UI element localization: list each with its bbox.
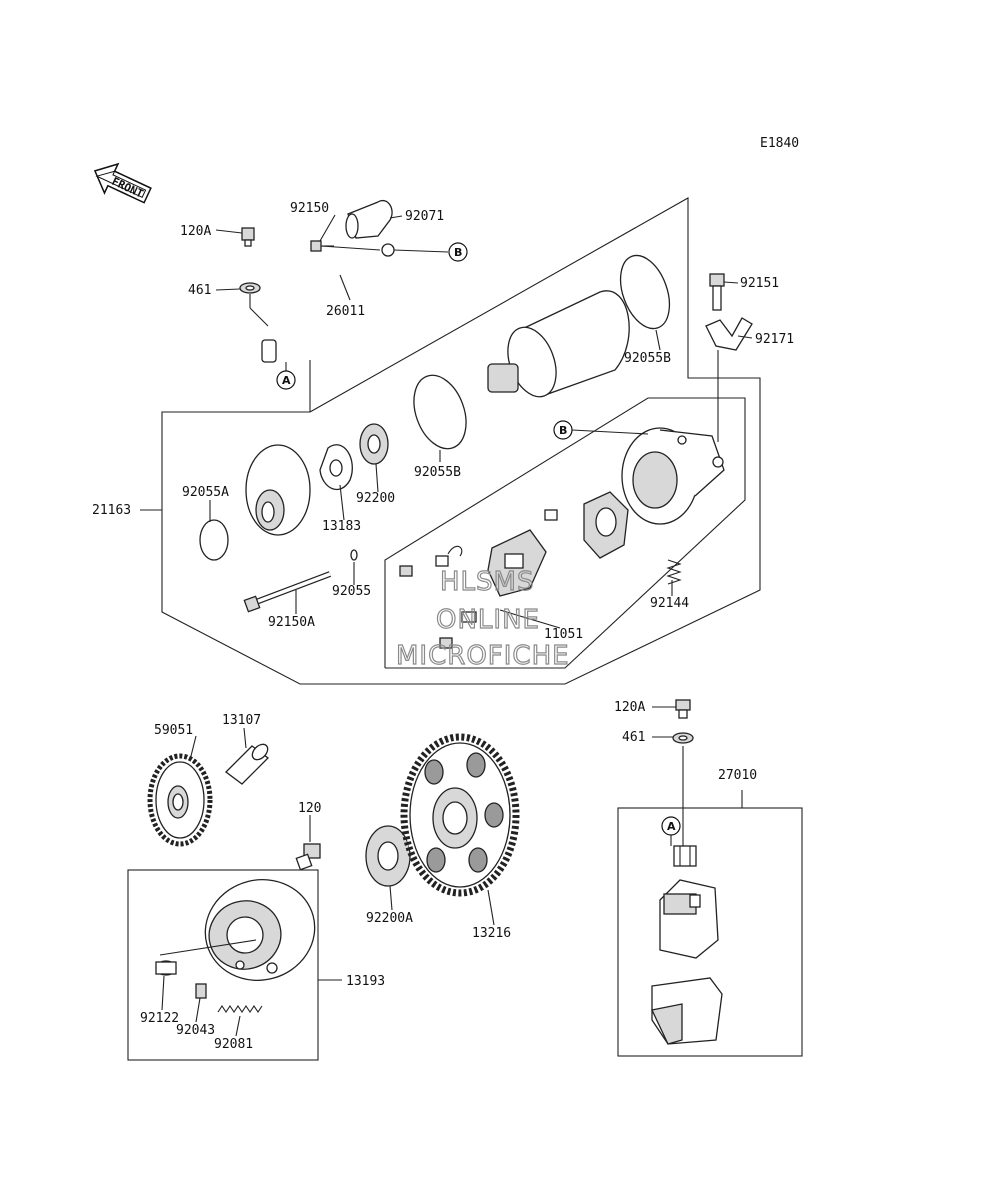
- washer-461-bottom: [672, 732, 694, 744]
- bolt-92151: [709, 273, 725, 311]
- starter-clutch-13193: [204, 878, 316, 982]
- label-92150: 92150: [290, 201, 329, 216]
- spring-92081: [217, 1005, 263, 1013]
- svg-text:A: A: [282, 374, 291, 387]
- shaft-13107: [225, 743, 269, 785]
- label-21163: 21163: [92, 503, 131, 518]
- bolt-120: [295, 843, 321, 871]
- label-120a-top: 120A: [180, 224, 211, 239]
- label-92151: 92151: [740, 276, 779, 291]
- label-92055b-mid: 92055B: [414, 465, 461, 480]
- bracket-92171: [705, 317, 753, 351]
- watermark-line3: MICROFICHE: [396, 641, 570, 671]
- fuse: [673, 845, 697, 867]
- label-59051: 59051: [154, 723, 193, 738]
- leader-lines: [140, 214, 753, 1037]
- label-13193: 13193: [346, 974, 385, 989]
- label-13216: 13216: [472, 926, 511, 941]
- motor-yoke: [487, 290, 630, 398]
- gear-13216: [400, 733, 520, 897]
- label-92055: 92055: [332, 584, 371, 599]
- label-13183: 13183: [322, 519, 361, 534]
- o-ring-92055a: [199, 519, 229, 561]
- label-92144: 92144: [650, 596, 689, 611]
- relay-group-outline: [617, 807, 803, 1057]
- brush-holder: [399, 491, 629, 649]
- svg-text:B: B: [559, 424, 567, 437]
- svg-text:B: B: [454, 246, 462, 259]
- part-labels: 92150 92071 120A 461 26011 92151 92171 9…: [92, 201, 794, 1052]
- callout-b-mid: B: [553, 420, 573, 440]
- o-ring-92055: [350, 549, 358, 561]
- relay-cover: [651, 977, 723, 1045]
- callout-b-top: B: [448, 242, 468, 262]
- front-arrow-icon: FRONT: [93, 162, 152, 204]
- diagram-code: E1840: [760, 136, 799, 151]
- cable-boot: [345, 199, 393, 239]
- label-92043: 92043: [176, 1023, 215, 1038]
- label-92055a: 92055A: [182, 485, 229, 500]
- watermark-line2: ONLINE: [436, 605, 540, 635]
- o-ring-92055b-mid: [413, 374, 467, 450]
- starter-motor-group-outline: [161, 197, 761, 685]
- label-461-bottom: 461: [622, 730, 645, 745]
- watermark-line1: HLSMS: [440, 567, 534, 597]
- callout-a-bottom: A: [661, 816, 681, 836]
- label-92122: 92122: [140, 1011, 179, 1026]
- label-11051: 11051: [544, 627, 583, 642]
- bolt-120a-bottom: [675, 699, 691, 719]
- bolt-92150a: [243, 571, 332, 613]
- label-92071: 92071: [405, 209, 444, 224]
- starter-relay-27010: [659, 879, 719, 959]
- label-120a-bottom: 120A: [614, 700, 645, 715]
- label-92150a: 92150A: [268, 615, 315, 630]
- label-120: 120: [298, 801, 321, 816]
- washer-92200a: [365, 825, 411, 887]
- label-461-top: 461: [188, 283, 211, 298]
- roller-92122: [155, 960, 177, 976]
- label-92200: 92200: [356, 491, 395, 506]
- label-92200a: 92200A: [366, 911, 413, 926]
- clutch-group-outline: [127, 869, 319, 1061]
- bolt-120a-top: [241, 227, 255, 247]
- label-92171: 92171: [755, 332, 794, 347]
- pin-92043: [195, 983, 207, 999]
- watermark: HLSMS ONLINE MICROFICHE: [395, 566, 570, 671]
- svg-text:A: A: [667, 820, 676, 833]
- brush-assembly-outline: [384, 397, 746, 669]
- label-92081: 92081: [214, 1037, 253, 1052]
- label-26011: 26011: [326, 304, 365, 319]
- washer-461-top: [239, 282, 261, 294]
- label-92055b-right: 92055B: [624, 351, 671, 366]
- label-13107: 13107: [222, 713, 261, 728]
- starter-cable: [261, 243, 395, 363]
- callout-a-top: A: [276, 370, 296, 390]
- spring-92144: [666, 559, 682, 585]
- end-cover: [621, 427, 725, 525]
- gear-59051: [147, 753, 213, 847]
- label-27010: 27010: [718, 768, 757, 783]
- washer-92200: [359, 423, 389, 465]
- front-cover: [245, 444, 311, 536]
- plate-13183: [319, 444, 353, 491]
- o-ring-92055b-right: [619, 254, 671, 330]
